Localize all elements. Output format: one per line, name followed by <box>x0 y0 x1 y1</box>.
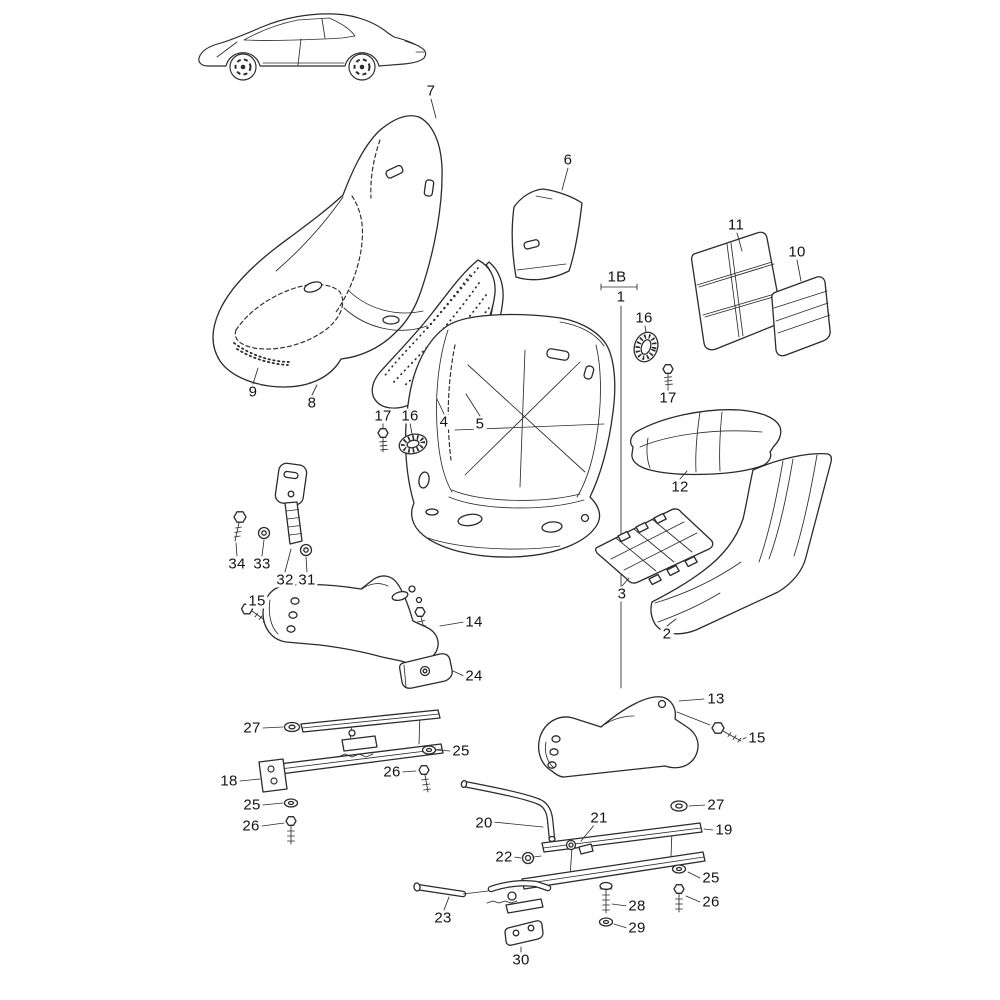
part-2-base-panel <box>650 453 833 635</box>
part-31-washer <box>299 543 313 557</box>
part-label-15-25[interactable]: 15 <box>746 729 768 747</box>
part-label-10-5[interactable]: 10 <box>786 243 808 261</box>
part-17-screw-left <box>377 428 389 453</box>
part-label-15-21[interactable]: 15 <box>246 592 268 610</box>
part-16-grommet-right <box>633 331 659 363</box>
part-25-washer-mid <box>421 745 437 755</box>
part-28-screw <box>599 881 613 914</box>
part-label-27-35[interactable]: 27 <box>705 796 727 814</box>
part-label-30-42[interactable]: 30 <box>510 951 532 969</box>
part-label-14-22[interactable]: 14 <box>463 613 485 631</box>
part-label-24-23[interactable]: 24 <box>463 667 485 685</box>
part-18-seat-rail <box>258 709 444 793</box>
part-26-bolt-left <box>285 816 297 845</box>
part-label-22-34[interactable]: 22 <box>493 848 515 866</box>
part-label-16-11[interactable]: 16 <box>399 407 421 425</box>
part-label-26-31[interactable]: 26 <box>240 817 262 835</box>
part-19-seat-rail <box>486 822 706 914</box>
part-1-seat-shell <box>404 313 616 558</box>
part-label-25-27[interactable]: 25 <box>450 742 472 760</box>
part-label-7-0[interactable]: 7 <box>424 82 438 100</box>
part-label-27-26[interactable]: 27 <box>241 719 263 737</box>
part-25-washer-left <box>283 798 299 808</box>
part-33-washer <box>257 526 271 540</box>
part-16-grommet-left <box>398 433 428 455</box>
part-14-bracket <box>262 575 439 664</box>
part-label-26-28[interactable]: 26 <box>381 763 403 781</box>
part-24-bracket <box>398 653 453 689</box>
part-label-34-17[interactable]: 34 <box>226 555 248 573</box>
part-label-20-32[interactable]: 20 <box>473 814 495 832</box>
part-27-washer-left <box>283 721 301 733</box>
vehicle-side-view <box>198 13 427 81</box>
part-label-11-4[interactable]: 11 <box>725 216 747 234</box>
part-label-5-13[interactable]: 5 <box>473 415 487 433</box>
part-27-washer-right <box>670 800 688 812</box>
part-17-screw-right <box>662 364 674 387</box>
part-23-handle-rod <box>413 882 489 898</box>
part-30-retainer-plate <box>504 920 544 946</box>
part-label-3-15[interactable]: 3 <box>615 585 629 603</box>
part-label-16-6[interactable]: 16 <box>633 309 655 327</box>
part-10-bolster-pad <box>771 276 831 357</box>
part-label-29-41[interactable]: 29 <box>626 919 648 937</box>
part-label-1B-2[interactable]: 1B <box>605 268 629 286</box>
part-label-13-24[interactable]: 13 <box>705 690 727 708</box>
part-26-bolt-right <box>673 884 685 913</box>
part-label-25-39[interactable]: 25 <box>700 869 722 887</box>
part-label-33-18[interactable]: 33 <box>251 555 273 573</box>
part-12-seat-cushion <box>629 409 782 476</box>
part-label-21-33[interactable]: 21 <box>588 809 610 827</box>
rear-wheel <box>229 53 257 81</box>
part-29-washer <box>598 917 614 927</box>
part-11-backrest-cushion <box>690 231 782 351</box>
part-label-26-40[interactable]: 26 <box>700 893 722 911</box>
part-7-seat-shell <box>212 115 443 388</box>
part-label-31-20[interactable]: 31 <box>296 571 318 589</box>
part-25-washer-right <box>671 864 687 874</box>
part-label-19-36[interactable]: 19 <box>713 821 735 839</box>
part-label-25-30[interactable]: 25 <box>241 796 263 814</box>
part-label-9-8[interactable]: 9 <box>246 383 260 401</box>
part-label-8-9[interactable]: 8 <box>305 394 319 412</box>
part-label-32-19[interactable]: 32 <box>274 571 296 589</box>
part-label-28-38[interactable]: 28 <box>626 897 648 915</box>
part-label-17-10[interactable]: 17 <box>372 407 394 425</box>
part-label-1-3[interactable]: 1 <box>614 288 628 306</box>
part-label-12-14[interactable]: 12 <box>669 478 691 496</box>
part-20-release-rod <box>460 779 556 843</box>
part-34-bolt <box>233 511 247 542</box>
part-3-base-frame <box>594 508 714 586</box>
part-21-latch-pin <box>565 839 594 855</box>
part-label-4-12[interactable]: 4 <box>437 413 451 431</box>
part-22-knob <box>521 851 542 865</box>
part-label-2-16[interactable]: 2 <box>660 625 674 643</box>
part-15-screw-right <box>711 722 742 743</box>
part-26-bolt-mid <box>418 765 431 793</box>
part-6-side-panel <box>511 188 583 281</box>
leader-lines <box>235 98 802 953</box>
part-label-17-7[interactable]: 17 <box>657 389 679 407</box>
part-label-18-29[interactable]: 18 <box>218 772 240 790</box>
part-32-belt-buckle <box>274 462 308 545</box>
part-label-6-1[interactable]: 6 <box>561 151 575 169</box>
part-label-23-37[interactable]: 23 <box>432 909 454 927</box>
part-13-bracket <box>537 696 699 778</box>
front-wheel <box>348 53 376 81</box>
